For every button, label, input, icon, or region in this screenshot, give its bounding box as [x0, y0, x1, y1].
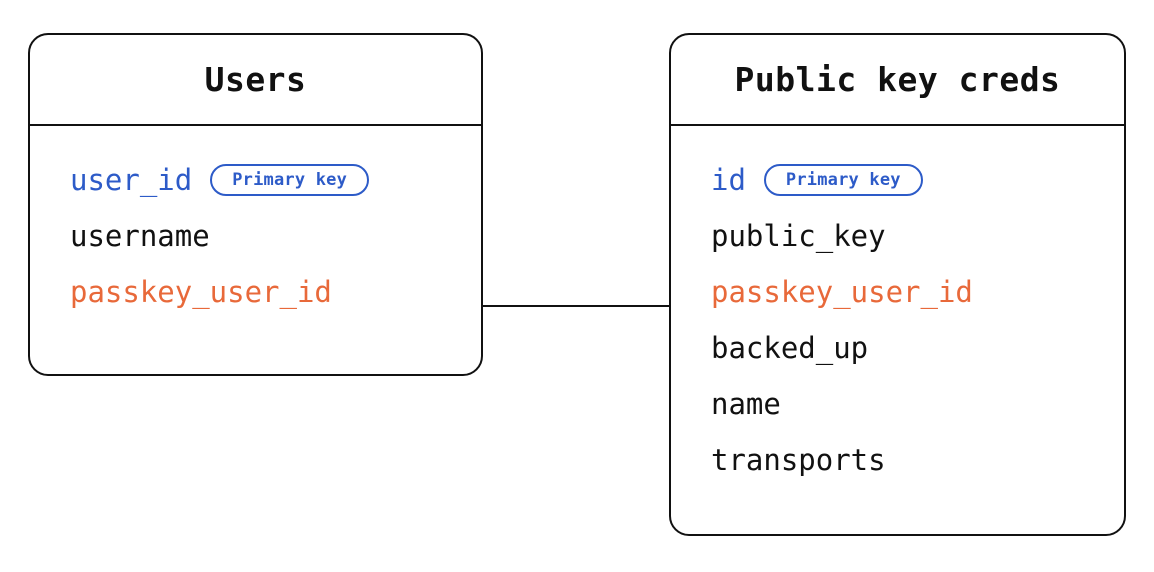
relationship-connector-users-public-key-creds	[478, 305, 672, 307]
field-name-name: name	[711, 387, 781, 421]
field-name-transports: transports	[711, 443, 886, 477]
field-row-passkey-user-id[interactable]: passkey_user_id	[671, 264, 1124, 320]
entity-field-list-public-key-creds: id Primary key public_key passkey_user_i…	[671, 126, 1124, 488]
field-row-passkey-user-id[interactable]: passkey_user_id	[30, 264, 481, 320]
field-name-username: username	[70, 219, 210, 253]
entity-box-users[interactable]: Users user_id Primary key username passk…	[28, 33, 483, 376]
field-name-passkey-user-id: passkey_user_id	[711, 275, 973, 309]
field-row-public-key[interactable]: public_key	[671, 208, 1124, 264]
entity-field-list-users: user_id Primary key username passkey_use…	[30, 126, 481, 320]
primary-key-badge: Primary key	[210, 164, 370, 196]
field-name-backed-up: backed_up	[711, 331, 869, 365]
entity-box-public-key-creds[interactable]: Public key creds id Primary key public_k…	[669, 33, 1126, 536]
field-name-public-key: public_key	[711, 219, 886, 253]
field-row-name[interactable]: name	[671, 376, 1124, 432]
field-name-user-id: user_id	[70, 163, 193, 197]
field-name-passkey-user-id: passkey_user_id	[70, 275, 332, 309]
field-row-backed-up[interactable]: backed_up	[671, 320, 1124, 376]
field-name-id: id	[711, 163, 746, 197]
field-row-user-id[interactable]: user_id Primary key	[30, 152, 481, 208]
field-row-username[interactable]: username	[30, 208, 481, 264]
entity-title-public-key-creds: Public key creds	[671, 35, 1124, 126]
primary-key-badge: Primary key	[763, 164, 923, 196]
field-row-transports[interactable]: transports	[671, 432, 1124, 488]
entity-title-users: Users	[30, 35, 481, 126]
field-row-id[interactable]: id Primary key	[671, 152, 1124, 208]
